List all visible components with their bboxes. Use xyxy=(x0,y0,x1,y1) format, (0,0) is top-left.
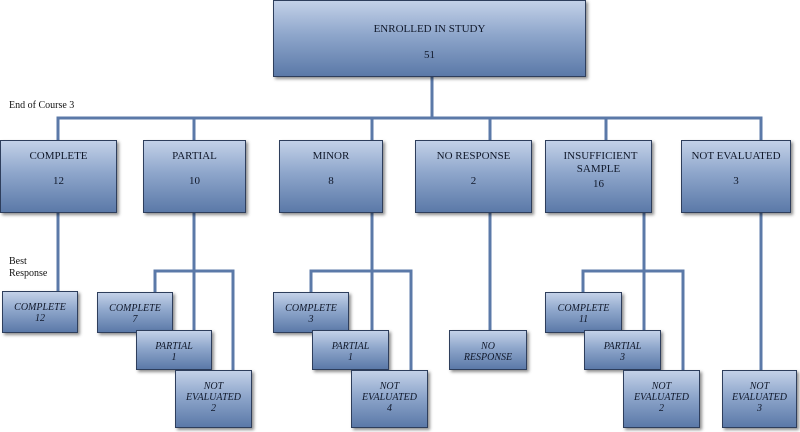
node-count: 3 xyxy=(733,175,739,187)
minor-complete-leaf: COMPLETE 3 xyxy=(273,292,349,333)
leaf-count: 3 xyxy=(620,352,625,363)
best-response-label-line2: Response xyxy=(9,268,48,279)
node-title: NO RESPONSE xyxy=(436,150,511,162)
leaf-count: 1 xyxy=(348,352,353,363)
leaf-title: NOT EVALUATED xyxy=(634,381,689,403)
node-count: 2 xyxy=(470,175,477,187)
no-response-node: NO RESPONSE 2 xyxy=(415,140,532,213)
best-response-label-line1: Best xyxy=(9,256,27,267)
node-title: INSUFFICIENT SAMPLE xyxy=(563,150,638,175)
node-title: PARTIAL xyxy=(172,150,217,162)
insufficient-sample-node: INSUFFICIENT SAMPLE 16 xyxy=(545,140,652,213)
leaf-count: 11 xyxy=(578,314,589,325)
leaf-count: 1 xyxy=(171,352,177,363)
minor-node: MINOR 8 xyxy=(279,140,383,213)
leaf-count: 4 xyxy=(387,403,392,414)
leaf-count: 2 xyxy=(659,403,664,414)
leaf-title: COMPLETE xyxy=(14,302,66,313)
leaf-title: COMPLETE xyxy=(285,303,337,314)
leaf-count: 7 xyxy=(132,314,138,325)
leaf-count: 2 xyxy=(211,403,216,414)
node-count: 8 xyxy=(328,175,334,187)
minor-not-evaluated-leaf: NOT EVALUATED 4 xyxy=(351,370,428,428)
leaf-title: PARTIAL xyxy=(331,341,370,352)
node-count: 12 xyxy=(53,175,64,187)
partial-partial-leaf: PARTIAL 1 xyxy=(136,330,212,370)
node-title: COMPLETE xyxy=(29,150,88,162)
leaf-title: COMPLETE xyxy=(109,303,161,314)
leaf-title: COMPLETE xyxy=(557,303,610,314)
minor-partial-leaf: PARTIAL 1 xyxy=(312,330,389,370)
enrolled-in-study-node: ENROLLED IN STUDY 51 xyxy=(273,0,586,77)
partial-node: PARTIAL 10 xyxy=(143,140,246,213)
insufficient-partial-leaf: PARTIAL 3 xyxy=(584,330,661,370)
node-title: NOT EVALUATED xyxy=(691,150,781,162)
leaf-title: NOT EVALUATED xyxy=(362,381,417,403)
leaf-title: NOT EVALUATED xyxy=(732,381,787,403)
no-response-leaf: NO RESPONSE xyxy=(449,330,527,370)
not-evaluated-not-evaluated-leaf: NOT EVALUATED 3 xyxy=(722,370,797,428)
leaf-count: 3 xyxy=(757,403,762,414)
not-evaluated-node: NOT EVALUATED 3 xyxy=(681,140,791,213)
complete-node: COMPLETE 12 xyxy=(0,140,117,213)
insufficient-complete-leaf: COMPLETE 11 xyxy=(545,292,622,333)
leaf-title: PARTIAL xyxy=(603,341,642,352)
node-count: 16 xyxy=(593,178,604,190)
partial-not-evaluated-leaf: NOT EVALUATED 2 xyxy=(175,370,252,428)
node-title: MINOR xyxy=(312,150,350,162)
end-of-course-label: End of Course 3 xyxy=(9,100,75,111)
complete-complete-leaf: COMPLETE 12 xyxy=(2,291,78,333)
node-title: ENROLLED IN STUDY xyxy=(373,23,486,35)
partial-complete-leaf: COMPLETE 7 xyxy=(97,292,173,333)
leaf-title: NO RESPONSE xyxy=(463,341,513,363)
node-count: 51 xyxy=(424,49,435,61)
leaf-count: 3 xyxy=(308,314,314,325)
leaf-title: PARTIAL xyxy=(155,341,193,352)
leaf-title: NOT EVALUATED xyxy=(186,381,241,403)
insufficient-not-evaluated-leaf: NOT EVALUATED 2 xyxy=(623,370,700,428)
node-count: 10 xyxy=(189,175,200,187)
leaf-count: 12 xyxy=(35,313,45,324)
